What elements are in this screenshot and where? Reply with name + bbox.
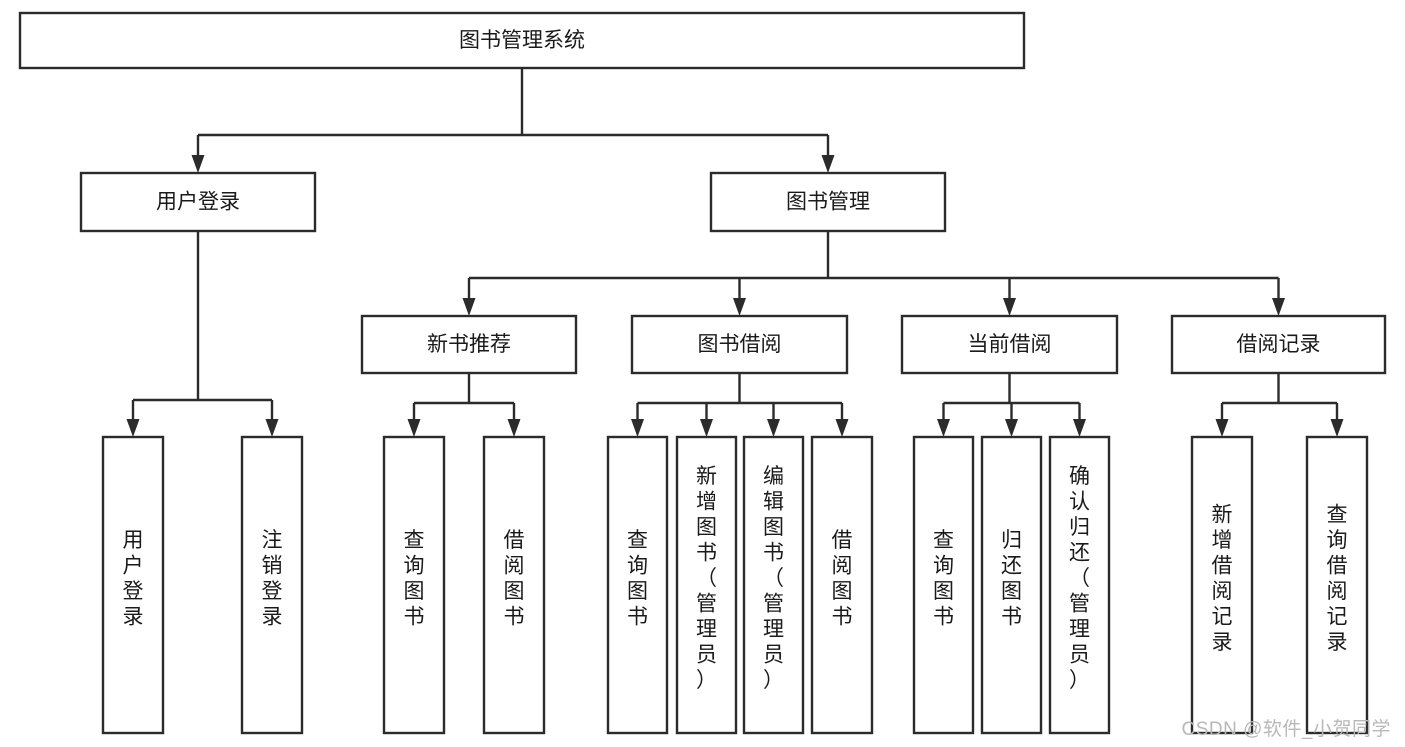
arrow-head-icon (462, 298, 476, 316)
node-label: 查询图书 (627, 529, 648, 629)
arrow-head-icon (937, 419, 950, 437)
node-box[interactable] (1170, 314, 1387, 375)
node-box[interactable] (606, 435, 669, 735)
node-box[interactable] (675, 435, 738, 735)
node-box[interactable] (630, 314, 849, 375)
arrow-head-icon (1215, 419, 1229, 437)
node-leaf-borrow-book-2[interactable]: 借阅图书 (810, 435, 874, 735)
node-leaf-query-book-1[interactable]: 查询图书 (382, 435, 446, 735)
node-leaf-return-book[interactable]: 归还图书 (980, 435, 1043, 735)
arrow-head-icon (631, 419, 644, 437)
node-label: 归还图书 (1001, 529, 1022, 629)
node-label: 图书管理 (786, 191, 870, 214)
node-box[interactable] (360, 314, 578, 375)
arrow-head-icon (1073, 419, 1086, 437)
connector-group (937, 373, 1086, 437)
node-box[interactable] (101, 435, 165, 735)
node-user-login[interactable]: 用户登录 (79, 171, 317, 233)
node-book-borrow[interactable]: 图书借阅 (630, 314, 849, 375)
node-root[interactable]: 图书管理系统 (18, 11, 1026, 70)
arrow-head-icon (700, 419, 713, 437)
node-label: 用户登录 (123, 529, 144, 629)
node-label: 确认归还（管理员） (1069, 465, 1090, 692)
arrow-head-icon (507, 419, 521, 437)
node-leaf-logout[interactable]: 注销登录 (240, 435, 304, 735)
node-current-borrow[interactable]: 当前借阅 (900, 314, 1119, 375)
node-layer: 图书管理系统用户登录图书管理新书推荐图书借阅当前借阅借阅记录用户登录注销登录查询… (18, 11, 1387, 735)
node-label: 借阅记录 (1237, 333, 1321, 356)
node-label: 查询图书 (404, 529, 425, 629)
node-label: 编辑图书（管理员） (763, 465, 784, 692)
node-box[interactable] (709, 171, 947, 233)
arrow-head-icon (1330, 419, 1344, 437)
arrow-head-icon (767, 419, 780, 437)
node-leaf-query-record[interactable]: 查询借阅记录 (1305, 435, 1369, 735)
arrow-head-icon (821, 155, 835, 173)
node-leaf-query-book-3[interactable]: 查询图书 (912, 435, 975, 735)
node-leaf-query-book-2[interactable]: 查询图书 (606, 435, 669, 735)
arrow-head-icon (1272, 298, 1285, 316)
node-book-manage[interactable]: 图书管理 (709, 171, 947, 233)
connector-group (631, 373, 849, 437)
node-label: 当前借阅 (968, 333, 1052, 356)
node-leaf-add-record[interactable]: 新增借阅记录 (1190, 435, 1254, 735)
node-box[interactable] (980, 435, 1043, 735)
node-leaf-edit-book[interactable]: 编辑图书（管理员） (742, 435, 805, 735)
connector-layer (126, 68, 1344, 437)
node-label: 新书推荐 (427, 333, 511, 356)
arrow-head-icon (126, 419, 140, 437)
node-leaf-borrow-book-1[interactable]: 借阅图书 (482, 435, 546, 735)
node-leaf-add-book[interactable]: 新增图书（管理员） (675, 435, 738, 735)
node-box[interactable] (18, 11, 1026, 70)
node-box[interactable] (240, 435, 304, 735)
node-box[interactable] (482, 435, 546, 735)
arrow-head-icon (1005, 419, 1018, 437)
arrow-head-icon (265, 419, 279, 437)
node-label: 图书管理系统 (459, 29, 585, 52)
connector-group (191, 68, 835, 173)
node-label: 借阅图书 (504, 529, 525, 629)
node-box[interactable] (742, 435, 805, 735)
node-label: 查询图书 (933, 529, 954, 629)
node-label: 查询借阅记录 (1327, 503, 1348, 654)
node-box[interactable] (810, 435, 874, 735)
arrow-head-icon (1003, 298, 1016, 316)
arrow-head-icon (191, 155, 205, 173)
node-borrow-record[interactable]: 借阅记录 (1170, 314, 1387, 375)
node-box[interactable] (900, 314, 1119, 375)
node-label: 注销登录 (262, 529, 283, 629)
connector-group (462, 231, 1285, 316)
node-box[interactable] (912, 435, 975, 735)
node-new-book-rec[interactable]: 新书推荐 (360, 314, 578, 375)
node-box[interactable] (382, 435, 446, 735)
node-label: 新增图书（管理员） (696, 465, 717, 692)
arrow-head-icon (733, 298, 746, 316)
arrow-head-icon (407, 419, 421, 437)
node-leaf-user-login[interactable]: 用户登录 (101, 435, 165, 735)
arrow-head-icon (835, 419, 849, 437)
connector-group (1215, 373, 1344, 437)
node-label: 用户登录 (156, 191, 240, 214)
node-label: 图书借阅 (698, 333, 782, 356)
node-box[interactable] (1190, 435, 1254, 735)
node-box[interactable] (79, 171, 317, 233)
connector-group (407, 373, 521, 437)
connector-group (126, 231, 279, 437)
node-box[interactable] (1048, 435, 1111, 735)
node-leaf-confirm-return[interactable]: 确认归还（管理员） (1048, 435, 1111, 735)
node-box[interactable] (1305, 435, 1369, 735)
node-label: 借阅图书 (832, 529, 853, 629)
node-label: 新增借阅记录 (1212, 503, 1233, 654)
